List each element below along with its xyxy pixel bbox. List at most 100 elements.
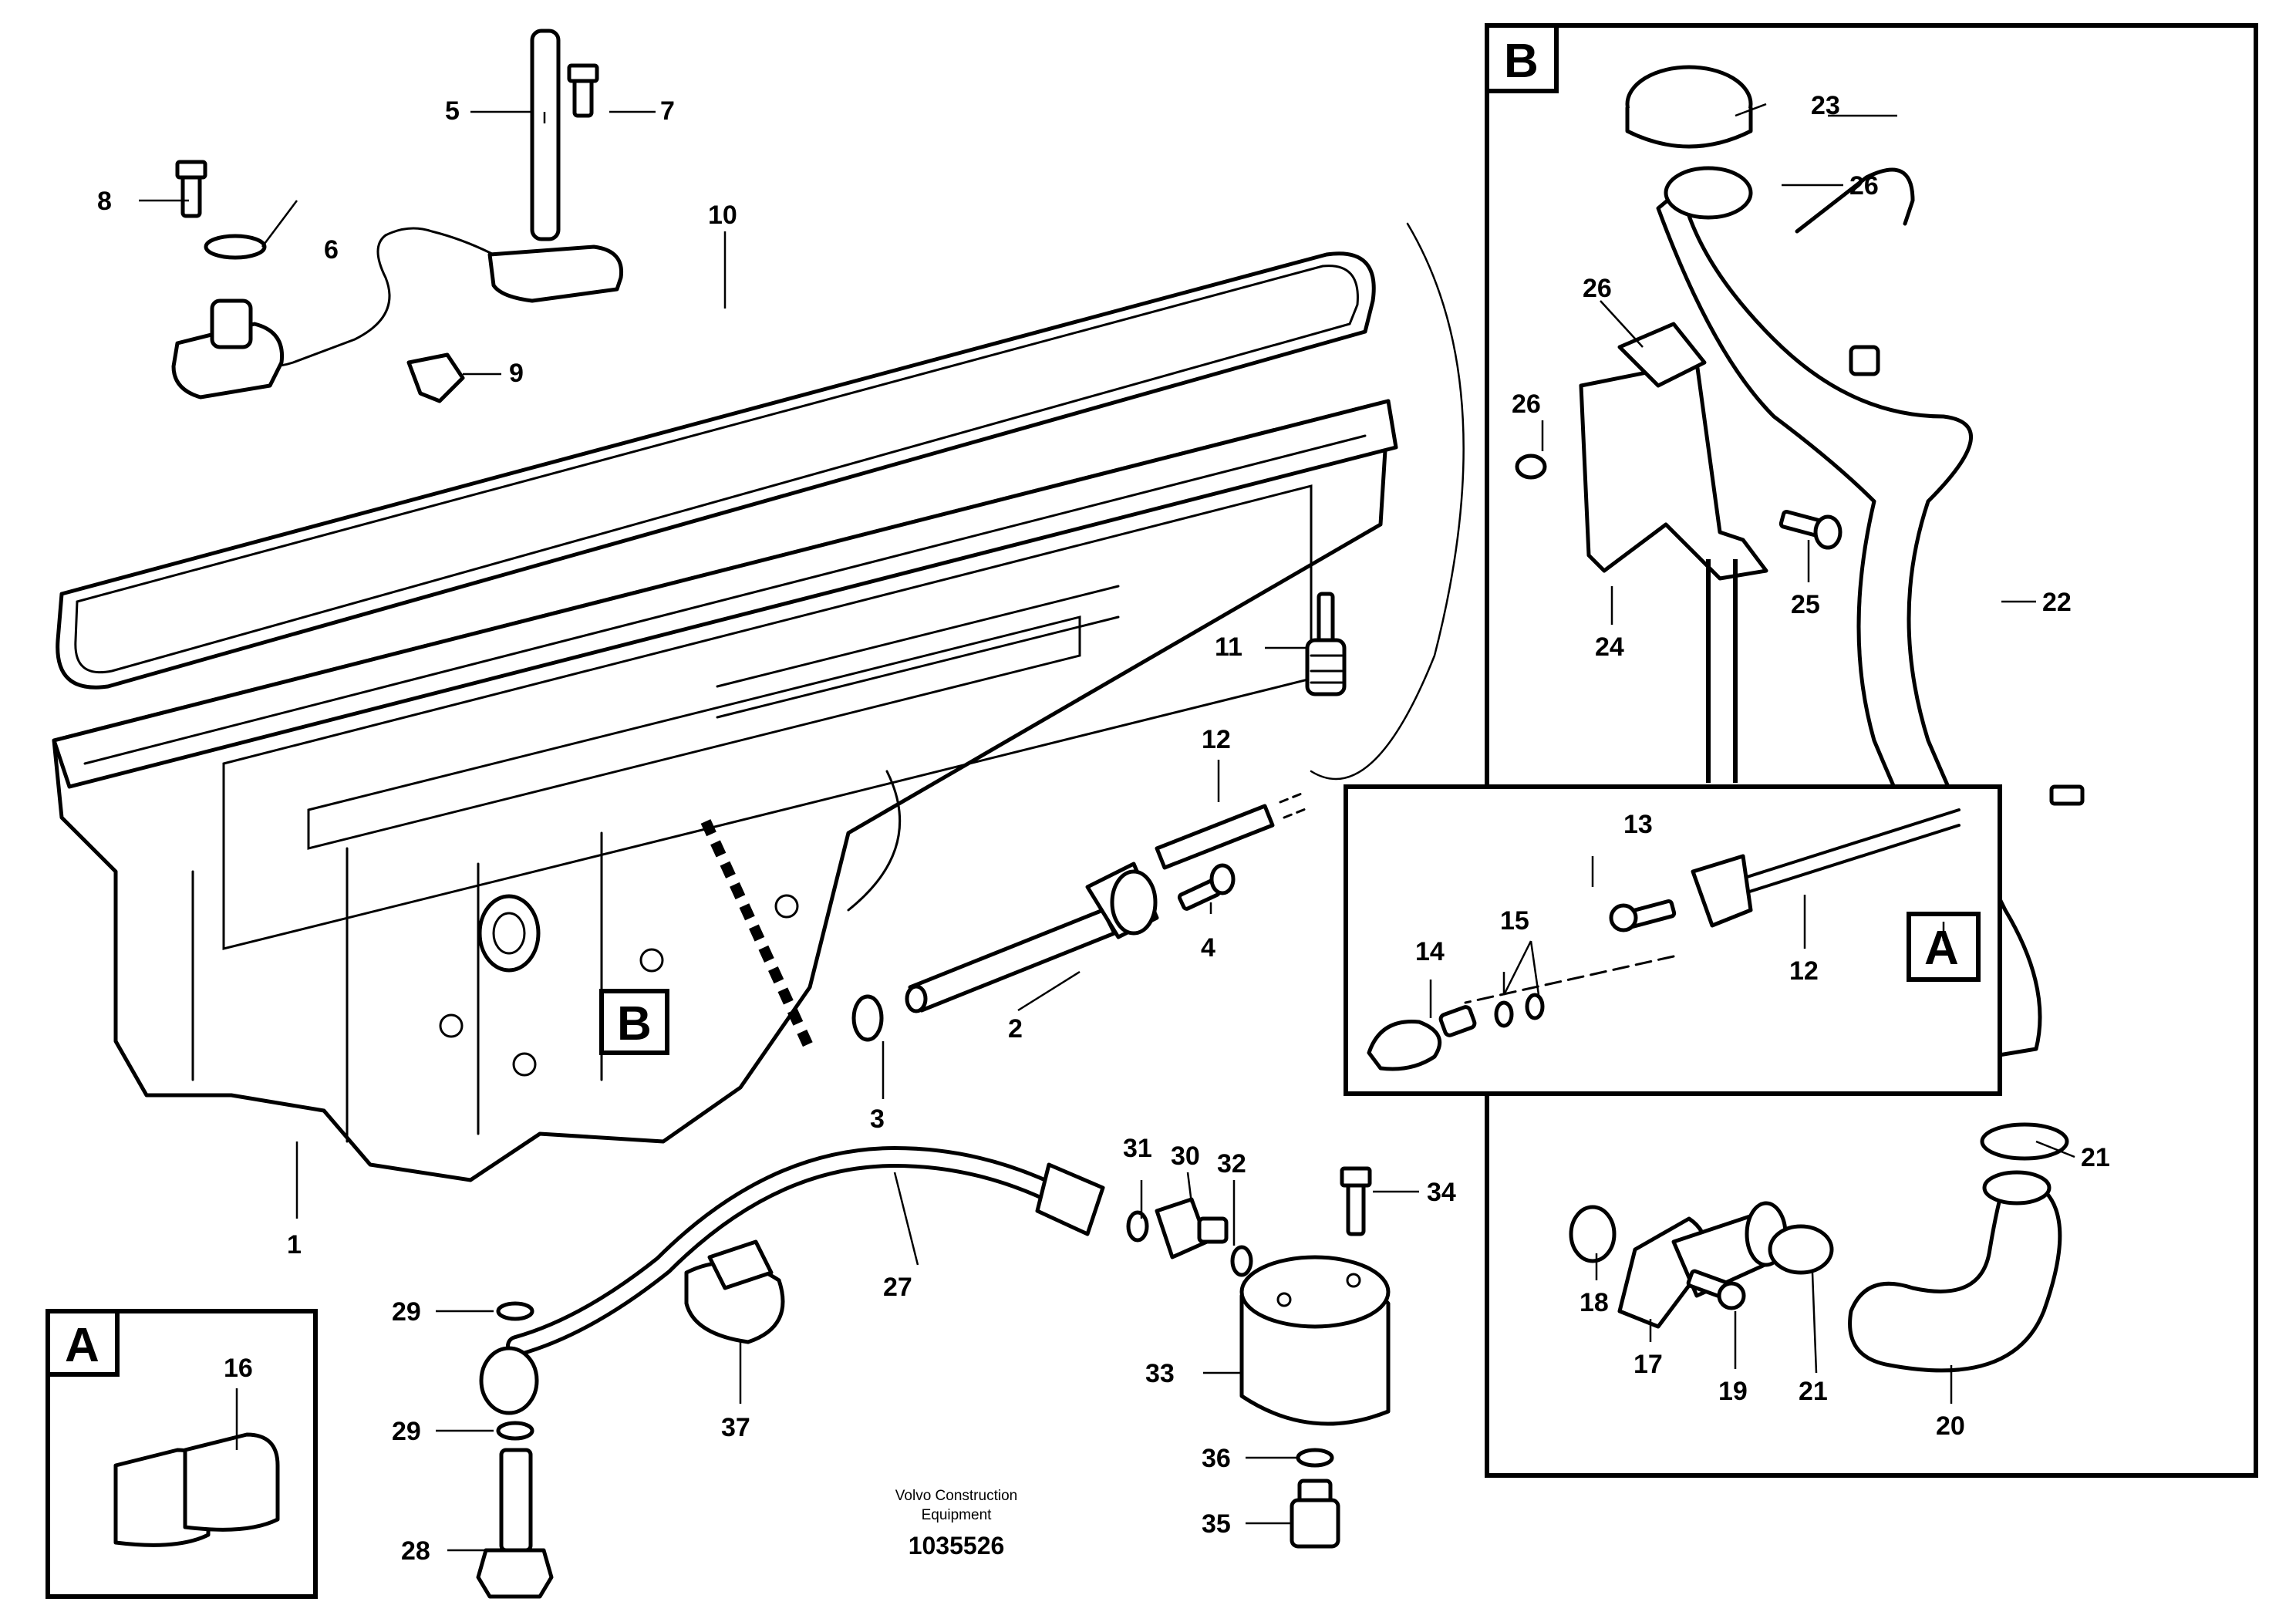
callout-30: 30 [1171,1141,1200,1171]
bolt-34 [1340,1166,1372,1236]
o-ring-6 [204,234,267,260]
clip-9 [406,352,465,403]
callout-15: 15 [1500,906,1529,936]
callout-9: 9 [509,359,524,388]
callout-5: 5 [445,96,460,126]
o-ring-18 [1569,1205,1617,1263]
bolt-28 [476,1448,554,1599]
plug-35 [1290,1479,1340,1549]
callout-11: 11 [1215,632,1242,662]
callout-1: 1 [287,1230,302,1259]
callout-10: 10 [708,201,737,230]
callout-29-lower: 29 [392,1417,421,1446]
bolt-13 [1609,899,1677,932]
banjo-fitting [479,1346,539,1415]
detail-b-tag [1485,23,1559,93]
bolt-4 [1177,863,1236,911]
callout-8: 8 [97,187,112,216]
drain-hose-27 [506,1146,1083,1357]
callout-19: 19 [1718,1377,1748,1406]
clip-16 [113,1432,280,1547]
nut-26-left [1515,454,1547,480]
oil-pan [52,399,1398,1182]
dipstick-detail-frame [1344,784,2002,1096]
dipstick-detail-12 [1464,808,1961,1004]
clip-26-mid [1617,322,1707,388]
strap-26-top [1795,167,1915,234]
clamp-37 [684,1239,785,1344]
dipstick-handle-14 [1367,1005,1477,1071]
seal-32 [1230,1245,1253,1277]
hose-nut [1035,1162,1105,1236]
callout-23: 23 [1811,91,1840,120]
filter-housing-33 [1239,1255,1391,1426]
caption-line-2: Equipment [922,1507,993,1523]
callout-6: 6 [324,235,339,265]
bolt-19 [1686,1269,1746,1310]
leader-lines [139,103,2075,1552]
catalog-number: 1035526 [909,1532,1005,1560]
callout-7: 7 [660,96,675,126]
adapter-17 [1617,1201,1788,1329]
view-b-main-tag [599,989,669,1055]
callout-21-lower: 21 [1799,1377,1828,1406]
seal-31 [1126,1210,1149,1243]
bolt-8 [175,160,207,218]
callout-31: 31 [1123,1134,1152,1163]
callout-3: 3 [870,1104,885,1134]
seal-29-lower [496,1421,534,1441]
o-ring-3 [851,994,884,1042]
callout-14: 14 [1415,937,1445,966]
sensor-housing [171,298,285,400]
callout-34: 34 [1427,1178,1456,1207]
adapter-30 [1155,1197,1229,1259]
seal-29-upper [496,1301,534,1321]
detail-a-tag [46,1309,120,1377]
view-a-detail-letter: A [1924,922,1959,975]
callout-28: 28 [401,1536,430,1566]
callout-16: 16 [224,1354,253,1383]
o-rings-15 [1494,993,1545,1028]
dipstick-12 [1155,791,1309,870]
callout-13: 13 [1623,810,1653,839]
hose-clamp-21-lower [1768,1224,1834,1275]
callout-26-left: 26 [1512,389,1541,419]
oil-pan-gasket [56,251,1376,690]
callout-25: 25 [1791,590,1820,619]
callout-37: 37 [721,1413,750,1442]
callout-22: 22 [2042,588,2072,617]
detail-b-connector [1706,559,1738,783]
callout-4: 4 [1201,933,1215,963]
callout-18: 18 [1580,1288,1609,1317]
dipstick-tube-2 [905,862,1159,1013]
caption-line-1: Volvo Construction [895,1488,1017,1504]
bracket-24 [1579,360,1768,581]
detail-a-frame [46,1309,318,1599]
filler-cap-23 [1625,65,1753,149]
callout-17: 17 [1633,1350,1663,1379]
callout-12-main: 12 [1202,725,1231,754]
callout-33: 33 [1145,1359,1175,1388]
hose-clamp-21-upper [1980,1122,2069,1161]
callout-35: 35 [1202,1509,1231,1539]
plug-11 [1305,592,1347,696]
detail-b-frame [1485,23,2258,1478]
callout-21-upper: 21 [2081,1143,2110,1172]
callout-36: 36 [1202,1444,1231,1473]
level-sensor-5 [245,29,624,368]
callout-27: 27 [883,1273,912,1302]
view-b-main-letter: B [617,997,652,1050]
callout-12-detail: 12 [1789,956,1819,986]
callout-32: 32 [1217,1149,1246,1179]
view-a-main-letter: A [65,1319,99,1372]
callout-29-upper: 29 [392,1297,421,1327]
bolt-25 [1778,509,1843,550]
seal-36 [1296,1448,1334,1468]
view-b-frame-letter: B [1504,35,1539,88]
hose-20 [1848,1170,2062,1373]
callout-26-mid: 26 [1583,274,1612,303]
callout-26-top: 26 [1849,171,1879,201]
callout-labels: 1 2 3 4 5 6 7 8 9 10 11 12 13 14 15 12 1… [97,91,2110,1566]
callout-24: 24 [1595,632,1624,662]
